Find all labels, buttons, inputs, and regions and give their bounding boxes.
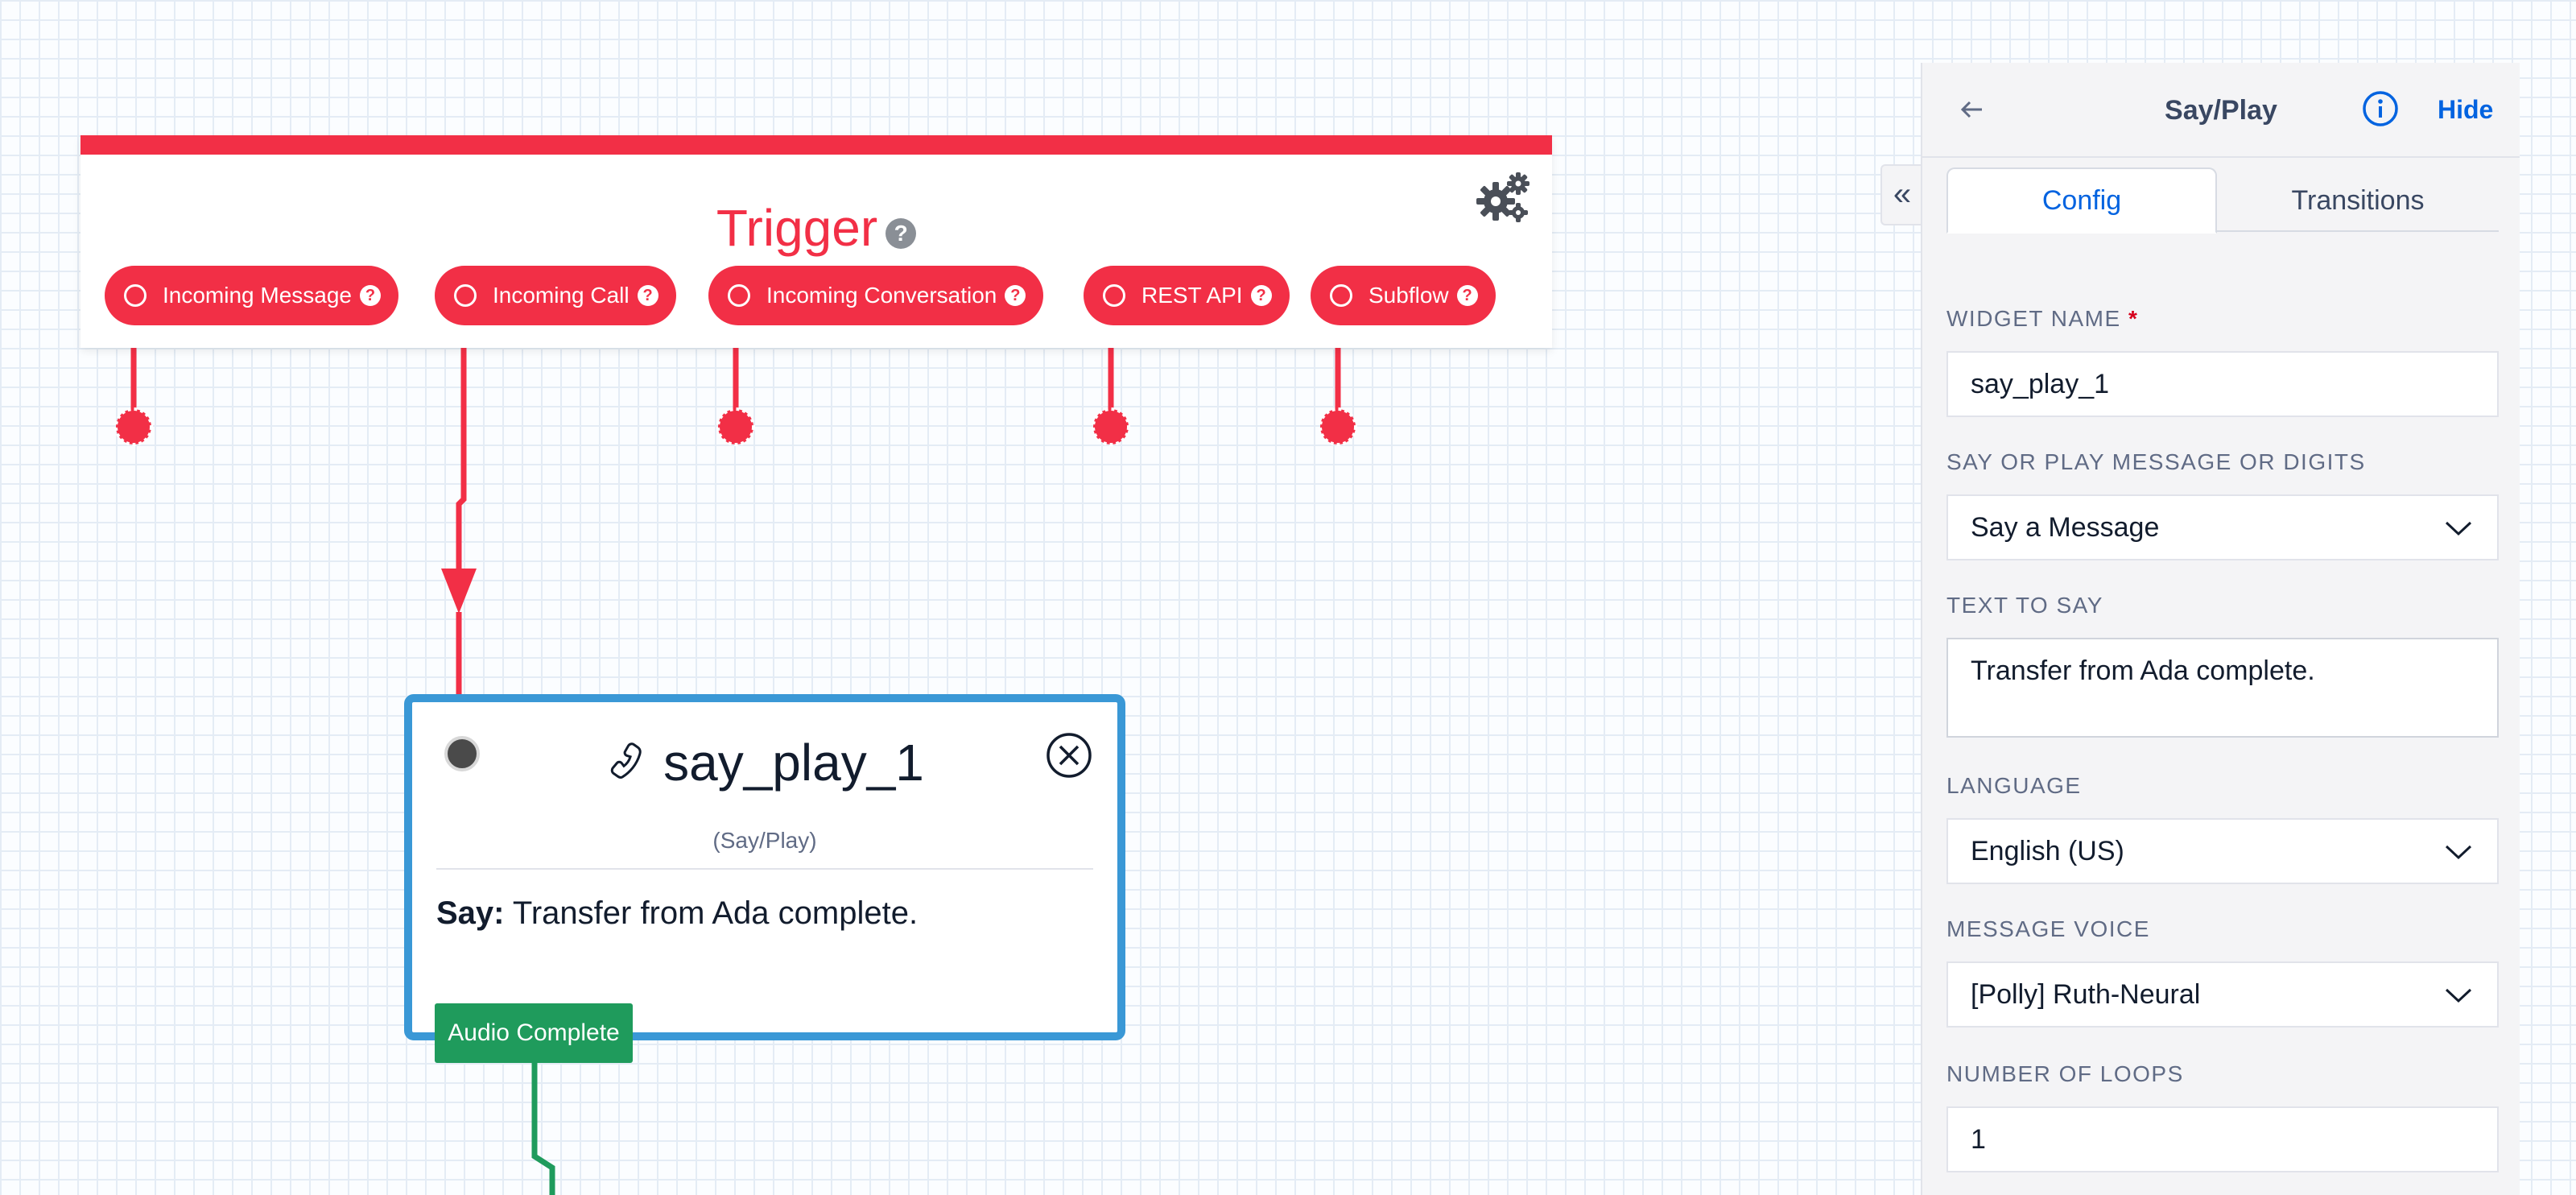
collapse-panel-button[interactable]: «: [1880, 164, 1922, 225]
tab-config[interactable]: Config: [1946, 167, 2217, 234]
text-to-say-label: TEXT TO SAY: [1946, 593, 2103, 618]
panel-title: Say/Play: [2165, 95, 2277, 126]
say-label: Say:: [436, 895, 505, 931]
widget-name-value: say_play_1: [1971, 368, 2110, 399]
trigger-title: Trigger?: [80, 198, 1552, 258]
help-icon[interactable]: ?: [886, 218, 917, 249]
widget-name-label-text: WIDGET NAME: [1946, 306, 2121, 331]
widget-title: say_play_1: [412, 733, 1117, 792]
widget-summary: Say: Transfer from Ada complete.: [436, 895, 918, 932]
event-rest-api[interactable]: REST API ?: [1084, 266, 1290, 325]
message-voice-value: [Polly] Ruth-Neural: [1971, 978, 2201, 1010]
say-text: Transfer from Ada complete.: [512, 895, 919, 931]
language-select[interactable]: English (US): [1946, 818, 2499, 884]
radio-ring-icon: [1103, 284, 1125, 307]
say-or-play-select[interactable]: Say a Message: [1946, 494, 2499, 560]
widget-name-input[interactable]: say_play_1: [1946, 351, 2499, 417]
chevron-down-icon: [2445, 988, 2472, 1003]
config-panel: Say/Play Hide Config Transitions WIDGET …: [1921, 63, 2520, 1195]
help-icon[interactable]: ?: [1005, 285, 1026, 306]
message-voice-label: MESSAGE VOICE: [1946, 916, 2150, 941]
panel-header: Say/Play Hide: [1922, 63, 2520, 158]
chevron-down-icon: [2445, 845, 2472, 860]
radio-ring-icon: [1330, 284, 1352, 307]
back-arrow-icon[interactable]: [1956, 93, 1988, 126]
required-marker: *: [2128, 306, 2139, 331]
help-icon[interactable]: ?: [360, 285, 382, 306]
event-subflow[interactable]: Subflow ?: [1311, 266, 1496, 325]
text-to-say-textarea[interactable]: Transfer from Ada complete.: [1946, 638, 2499, 738]
input-port[interactable]: [444, 736, 480, 771]
trigger-stub-incoming-conversation: [716, 322, 755, 446]
radio-ring-icon: [124, 284, 147, 307]
loops-value: 1: [1971, 1123, 1986, 1155]
event-label: Incoming Message: [163, 283, 353, 308]
hide-button[interactable]: Hide: [2438, 95, 2494, 124]
tab-transitions[interactable]: Transitions: [2291, 184, 2425, 216]
phone-icon: [610, 742, 642, 779]
event-incoming-conversation[interactable]: Incoming Conversation ?: [708, 266, 1044, 325]
message-voice-select[interactable]: [Polly] Ruth-Neural: [1946, 961, 2499, 1028]
divider: [436, 868, 1093, 870]
language-value: English (US): [1971, 835, 2124, 866]
say-or-play-label: SAY OR PLAY MESSAGE OR DIGITS: [1946, 449, 2366, 474]
chevron-down-icon: [2445, 521, 2472, 536]
trigger-widget[interactable]: Trigger? Incom: [80, 135, 1552, 348]
language-label: LANGUAGE: [1946, 773, 2082, 798]
trigger-title-text: Trigger: [716, 199, 878, 257]
loops-label: NUMBER OF LOOPS: [1946, 1061, 2184, 1086]
close-circle-icon[interactable]: [1045, 731, 1093, 779]
event-incoming-call[interactable]: Incoming Call ?: [435, 266, 676, 325]
help-icon[interactable]: ?: [1456, 285, 1478, 306]
radio-ring-icon: [728, 284, 750, 307]
say-or-play-value: Say a Message: [1971, 511, 2160, 543]
event-incoming-message[interactable]: Incoming Message ?: [105, 266, 399, 325]
widget-name: say_play_1: [663, 734, 924, 792]
widget-type: (Say/Play): [712, 828, 817, 853]
panel-tabs: Config Transitions: [1946, 158, 2499, 234]
radio-ring-icon: [454, 284, 477, 307]
info-icon[interactable]: [2362, 90, 2399, 127]
audio-complete-connection: [531, 1063, 555, 1195]
widget-name-label: WIDGET NAME *: [1946, 306, 2138, 332]
gears-icon[interactable]: [1475, 171, 1533, 222]
event-label: REST API: [1141, 283, 1243, 308]
text-to-say-value: Transfer from Ada complete.: [1971, 655, 2315, 686]
event-label: Incoming Call: [493, 283, 630, 308]
say-play-widget[interactable]: say_play_1 (Say/Play) Say: Transfer from…: [404, 694, 1125, 1040]
help-icon[interactable]: ?: [1250, 285, 1272, 306]
event-label: Subflow: [1368, 283, 1449, 308]
loops-input[interactable]: 1: [1946, 1106, 2499, 1172]
incoming-call-connection: [441, 348, 477, 704]
event-label: Incoming Conversation: [766, 283, 997, 308]
help-icon[interactable]: ?: [637, 285, 658, 306]
transition-audio-complete[interactable]: Audio Complete: [435, 1003, 633, 1063]
